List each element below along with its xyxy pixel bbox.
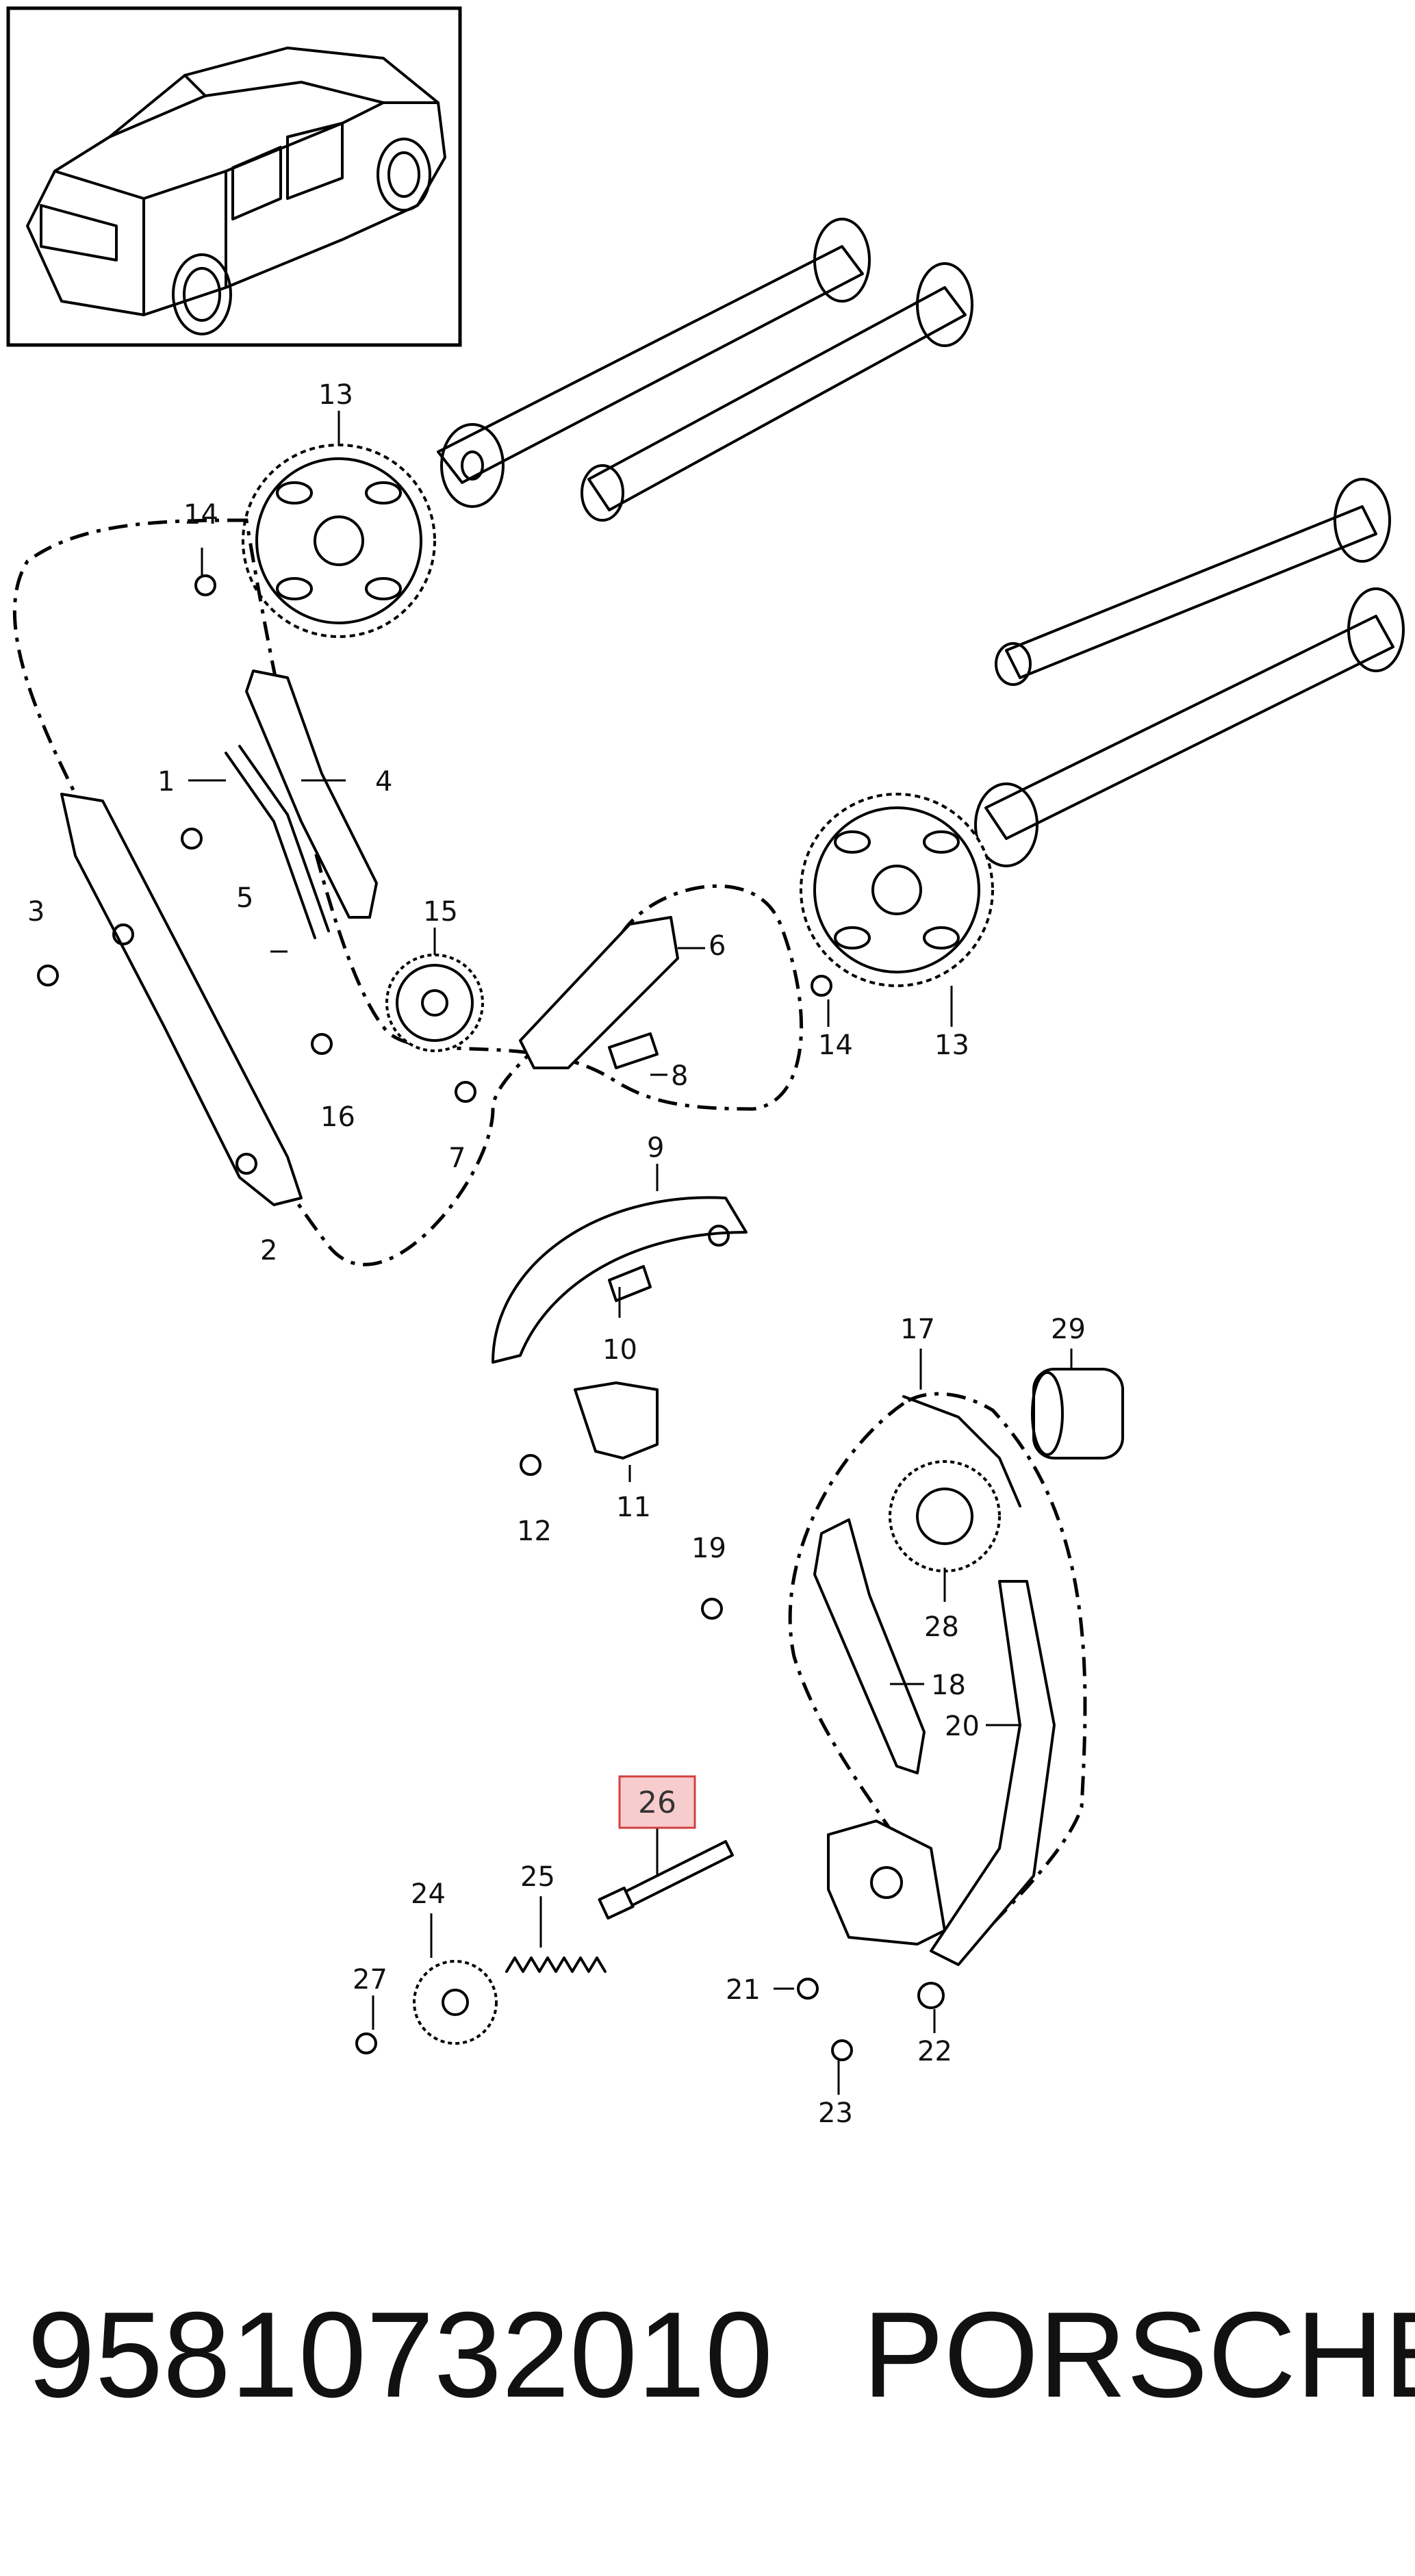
intermediate-sprocket [385, 954, 484, 1052]
label-5: 5 [236, 882, 253, 914]
label-13-upper: 13 [318, 379, 353, 411]
camshaft-right-pair [974, 478, 1405, 867]
chain-17 [902, 1395, 1021, 1507]
label-14-upper: 14 [183, 499, 218, 531]
footer: 95810732010 PORSCHE [0, 2286, 1415, 2492]
tensioner-rail-9 [492, 1196, 748, 1364]
chain-links [225, 745, 330, 939]
label-18: 18 [931, 1670, 966, 1701]
guide-rail-6 [519, 916, 679, 1069]
label-23: 23 [818, 2097, 853, 2129]
oil-pump-sprocket [413, 1960, 498, 2045]
label-21: 21 [726, 1974, 761, 2006]
guide-rail-18 [813, 1518, 926, 1774]
label-12: 12 [517, 1516, 552, 1547]
label-13-right: 13 [934, 1030, 969, 1061]
guide-rail-upper [245, 669, 378, 919]
label-6: 6 [709, 930, 726, 962]
label-26: 26 [638, 1785, 676, 1820]
brand-name: PORSCHE [863, 2286, 1415, 2423]
highlighted-part-26-callout: 26 [618, 1775, 696, 1829]
label-16: 16 [320, 1101, 355, 1133]
bracket-11 [574, 1381, 659, 1459]
label-27: 27 [353, 1964, 387, 1995]
label-19: 19 [691, 1533, 726, 1564]
label-20: 20 [945, 1711, 980, 1742]
label-7: 7 [448, 1143, 466, 1174]
label-8: 8 [671, 1060, 688, 1092]
guide-rail-left [60, 793, 303, 1206]
label-9: 9 [647, 1132, 664, 1164]
fasteners [37, 574, 945, 2061]
tensioner-plunger [598, 1840, 734, 1920]
label-22: 22 [917, 2036, 952, 2067]
camshaft-upper-pair [437, 218, 973, 522]
label-28: 28 [924, 1611, 959, 1643]
label-11: 11 [616, 1492, 651, 1523]
label-29: 29 [1051, 1314, 1086, 1345]
vehicle-thumbnail [6, 6, 462, 347]
label-10: 10 [602, 1334, 637, 1366]
camshaft-sprocket-upper [242, 444, 436, 638]
pin-10 [608, 1265, 652, 1302]
label-2: 2 [260, 1235, 277, 1266]
label-3: 3 [27, 896, 44, 928]
crankshaft-sprocket [889, 1460, 1001, 1572]
gear-29 [1031, 1368, 1124, 1459]
label-15: 15 [423, 896, 458, 928]
label-25: 25 [520, 1861, 555, 1893]
tensioner-spring [505, 1956, 607, 1973]
camshaft-sprocket-right [800, 793, 994, 987]
label-14-right: 14 [818, 1030, 853, 1061]
label-24: 24 [411, 1878, 446, 1910]
leader-lines [188, 411, 1073, 2095]
label-1: 1 [157, 766, 175, 798]
part-number: 95810732010 [27, 2286, 773, 2423]
pin-8 [608, 1032, 659, 1069]
tensioner-housing [827, 1820, 946, 1946]
label-17: 17 [900, 1314, 935, 1345]
label-4: 4 [375, 766, 392, 798]
tensioner-rail-20 [930, 1580, 1056, 1966]
